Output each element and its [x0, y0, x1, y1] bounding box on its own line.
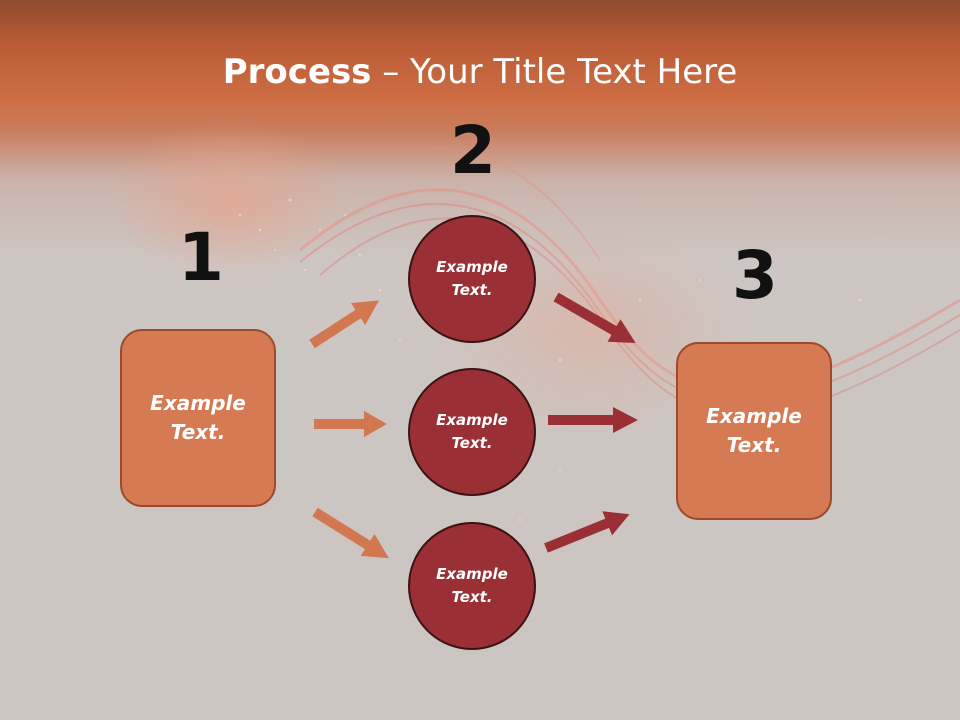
circle-bottom-line2: Text.	[451, 588, 493, 606]
circle-middle-line2: Text.	[451, 434, 493, 452]
step-number-1: 1	[178, 219, 224, 296]
arrow-from-circle-bottom	[544, 511, 630, 553]
box-step-1: Example Text.	[120, 329, 276, 507]
box-step-3-line1: Example	[706, 404, 802, 428]
circle-top-line1: Example	[436, 258, 508, 276]
title-rest: – Your Title Text Here	[371, 52, 738, 92]
circle-top-line2: Text.	[451, 281, 493, 299]
step-number-3: 3	[732, 237, 778, 314]
box-step-3-line2: Text.	[726, 433, 782, 457]
circle-bottom-line1: Example	[436, 565, 508, 583]
box-step-1-line1: Example	[150, 391, 246, 415]
step-number-2: 2	[450, 112, 496, 189]
slide-title: Process – Your Title Text Here	[0, 52, 960, 92]
arrow-from-circle-middle	[548, 407, 638, 433]
title-bold: Process	[222, 52, 372, 92]
arrow-to-circle-top	[309, 300, 380, 349]
arrow-to-circle-bottom	[312, 507, 389, 559]
arrow-from-circle-top	[553, 292, 636, 343]
arrow-to-circle-middle	[314, 411, 387, 437]
circle-bottom: Example Text.	[408, 522, 536, 650]
circle-middle: Example Text.	[408, 368, 536, 496]
circle-top: Example Text.	[408, 215, 536, 343]
box-step-1-line2: Text.	[170, 420, 226, 444]
box-step-3: Example Text.	[676, 342, 832, 520]
circle-middle-line1: Example	[436, 411, 508, 429]
